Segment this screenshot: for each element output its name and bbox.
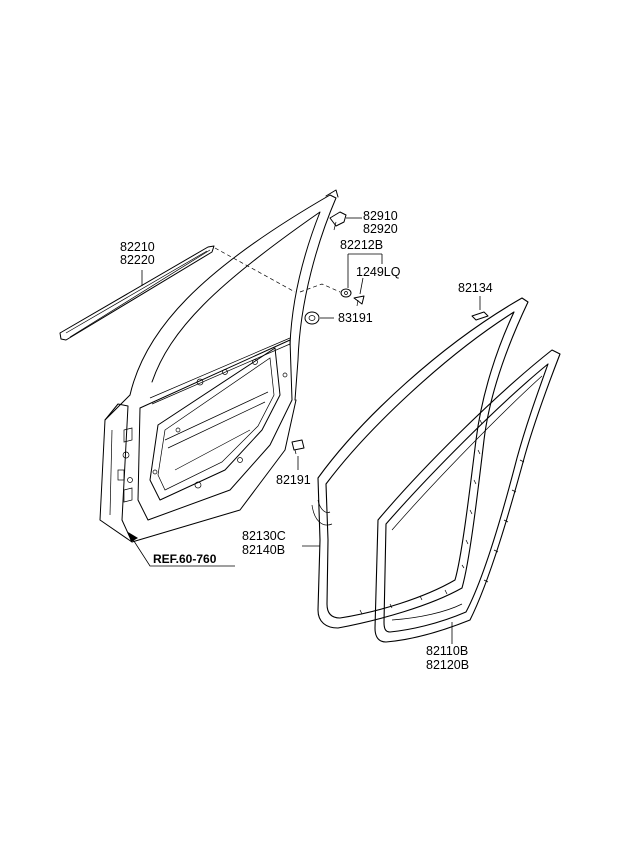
projection-line-moulding — [214, 247, 296, 293]
plug-83191 — [304, 311, 320, 325]
projection-line-clip — [299, 283, 341, 293]
label-1249LQ: 1249LQ — [356, 265, 401, 279]
label-82130C: 82130C — [242, 529, 286, 543]
label-82191: 82191 — [276, 473, 311, 487]
front-door-panel — [99, 189, 339, 543]
label-82140B: 82140B — [242, 543, 285, 557]
label-82210: 82210 — [120, 240, 155, 254]
label-82212B: 82212B — [340, 238, 383, 252]
label-ref: REF.60-760 — [153, 552, 217, 566]
clip-82134 — [471, 311, 489, 321]
belt-moulding-strip — [59, 245, 215, 341]
label-82120B: 82120B — [426, 658, 469, 672]
clip-82910 — [329, 211, 347, 231]
ref-arrow — [128, 532, 235, 567]
label-82920: 82920 — [363, 222, 398, 236]
leader-1249LQ — [359, 277, 364, 295]
door-side-weatherstrip — [374, 349, 561, 643]
label-83191: 83191 — [338, 311, 373, 325]
screw-1249LQ — [353, 295, 365, 307]
label-82134: 82134 — [458, 281, 493, 295]
label-82110B: 82110B — [426, 644, 468, 658]
leader-82212B — [347, 253, 383, 288]
body-side-weatherstrip — [311, 297, 529, 629]
retainer-82212B — [340, 288, 352, 298]
label-82220: 82220 — [120, 253, 155, 267]
label-82910: 82910 — [363, 209, 398, 223]
plug-82191 — [291, 439, 305, 455]
